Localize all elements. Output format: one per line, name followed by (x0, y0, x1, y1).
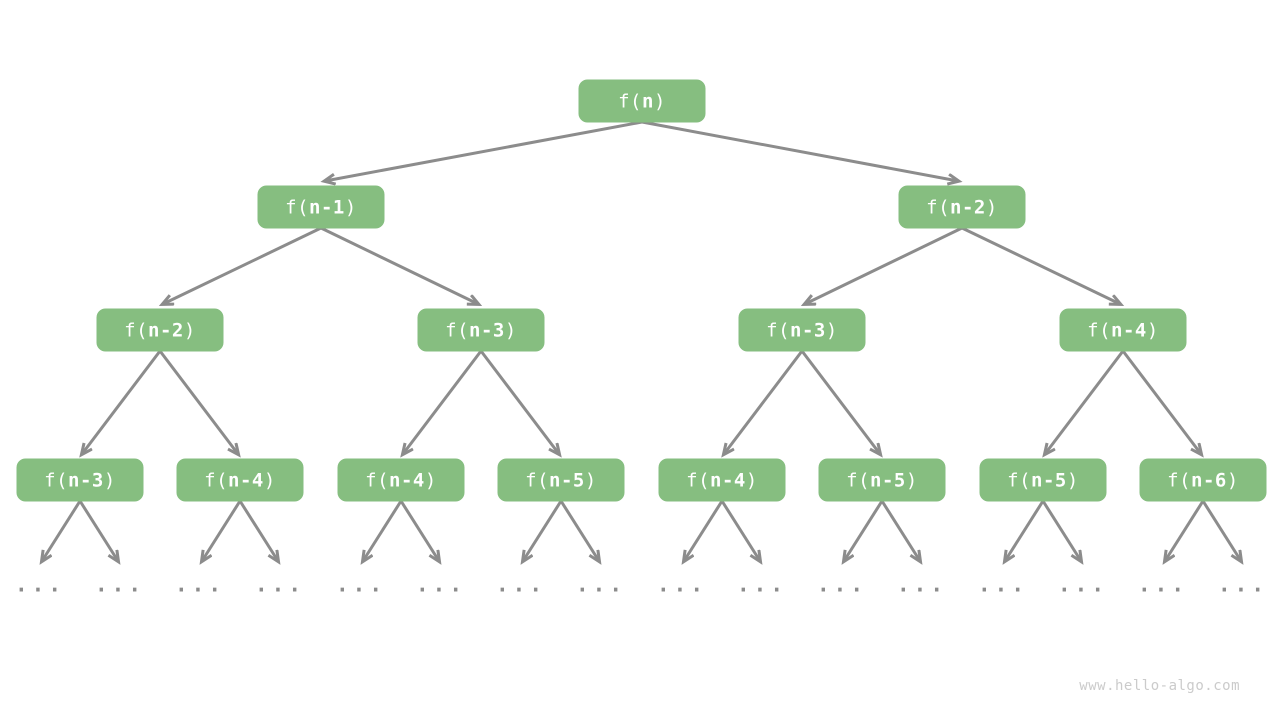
node-label-suffix: ) (103, 469, 116, 491)
leaf-ellipsis: ... (15, 572, 65, 597)
tree-node: f(n-3) (16, 458, 144, 502)
node-label-arg: n-4 (710, 469, 746, 491)
node-label-prefix: f( (445, 319, 470, 341)
node-label-suffix: ) (825, 319, 838, 341)
node-label-suffix: ) (905, 469, 918, 491)
tree-node: f(n-4) (176, 458, 304, 502)
node-label-prefix: f( (1087, 319, 1112, 341)
tree-node: f(n-2) (898, 185, 1026, 229)
tree-node: f(n-3) (417, 308, 545, 352)
node-label-suffix: ) (1066, 469, 1079, 491)
node-label-suffix: ) (1226, 469, 1239, 491)
node-label-prefix: f( (525, 469, 550, 491)
node-label-arg: n-3 (68, 469, 104, 491)
node-label-prefix: f( (766, 319, 791, 341)
node-label-arg: n-3 (790, 319, 826, 341)
tree-node-root: f(n) (578, 79, 706, 123)
node-label-arg: n-5 (1031, 469, 1067, 491)
node-label-arg: n-1 (309, 196, 345, 218)
node-label-prefix: f( (365, 469, 390, 491)
tree-node: f(n-4) (337, 458, 465, 502)
leaf-ellipsis: ... (897, 572, 947, 597)
node-label-arg: n-5 (549, 469, 585, 491)
node-label-suffix: ) (344, 196, 357, 218)
node-label-suffix: ) (424, 469, 437, 491)
leaf-ellipsis: ... (95, 572, 145, 597)
edges-level-1-to-2 (163, 226, 1120, 304)
leaf-ellipsis: ... (576, 572, 626, 597)
leaf-ellipsis: ... (1218, 572, 1268, 597)
node-label-arg: n-2 (950, 196, 986, 218)
node-label-prefix: f( (1007, 469, 1032, 491)
node-label-prefix: f( (285, 196, 310, 218)
node-label-prefix: f( (1167, 469, 1192, 491)
node-label-suffix: ) (1146, 319, 1159, 341)
tree-node: f(n-2) (96, 308, 224, 352)
watermark: www.hello-algo.com (1079, 678, 1240, 694)
node-label-arg: n-3 (469, 319, 505, 341)
node-label-prefix: f( (204, 469, 229, 491)
node-label-prefix: f( (124, 319, 149, 341)
leaf-ellipsis: ... (496, 572, 546, 597)
tree-node: f(n-3) (738, 308, 866, 352)
tree-node: f(n-4) (658, 458, 786, 502)
tree-node: f(n-5) (818, 458, 946, 502)
leaf-ellipsis: ... (255, 572, 305, 597)
node-label-prefix: f( (846, 469, 871, 491)
node-label-prefix: f( (618, 90, 642, 112)
node-label-prefix: f( (44, 469, 69, 491)
leaf-ellipsis: ... (978, 572, 1028, 597)
tree-node: f(n-5) (497, 458, 625, 502)
leaf-ellipsis: ... (817, 572, 867, 597)
node-label-arg: n-4 (389, 469, 425, 491)
node-label-prefix: f( (686, 469, 711, 491)
tree-node: f(n-5) (979, 458, 1107, 502)
leaf-ellipsis: ... (175, 572, 225, 597)
node-label-suffix: ) (653, 90, 666, 112)
node-label-prefix: f( (926, 196, 951, 218)
edges-level-0-to-1 (325, 120, 958, 181)
node-label-suffix: ) (504, 319, 517, 341)
node-label-suffix: ) (263, 469, 276, 491)
edges-level-3-to-leaves (42, 500, 1241, 561)
node-label-suffix: ) (745, 469, 758, 491)
node-label-suffix: ) (985, 196, 998, 218)
leaf-ellipsis: ... (657, 572, 707, 597)
leaf-ellipsis: ... (1138, 572, 1188, 597)
edges-level-2-to-3 (82, 350, 1201, 454)
node-label-arg: n-2 (148, 319, 184, 341)
node-label-arg: n-4 (1111, 319, 1147, 341)
node-label-suffix: ) (183, 319, 196, 341)
leaf-ellipsis: ... (336, 572, 386, 597)
leaf-ellipsis: ... (416, 572, 466, 597)
node-label-suffix: ) (584, 469, 597, 491)
leaf-ellipsis: ... (1058, 572, 1108, 597)
node-label-arg: n-4 (228, 469, 264, 491)
leaf-ellipsis: ... (737, 572, 787, 597)
node-label-arg: n-6 (1191, 469, 1227, 491)
tree-node: f(n-6) (1139, 458, 1267, 502)
node-label-arg: n-5 (870, 469, 906, 491)
tree-node: f(n-1) (257, 185, 385, 229)
tree-node: f(n-4) (1059, 308, 1187, 352)
node-label-arg: n (641, 90, 654, 112)
